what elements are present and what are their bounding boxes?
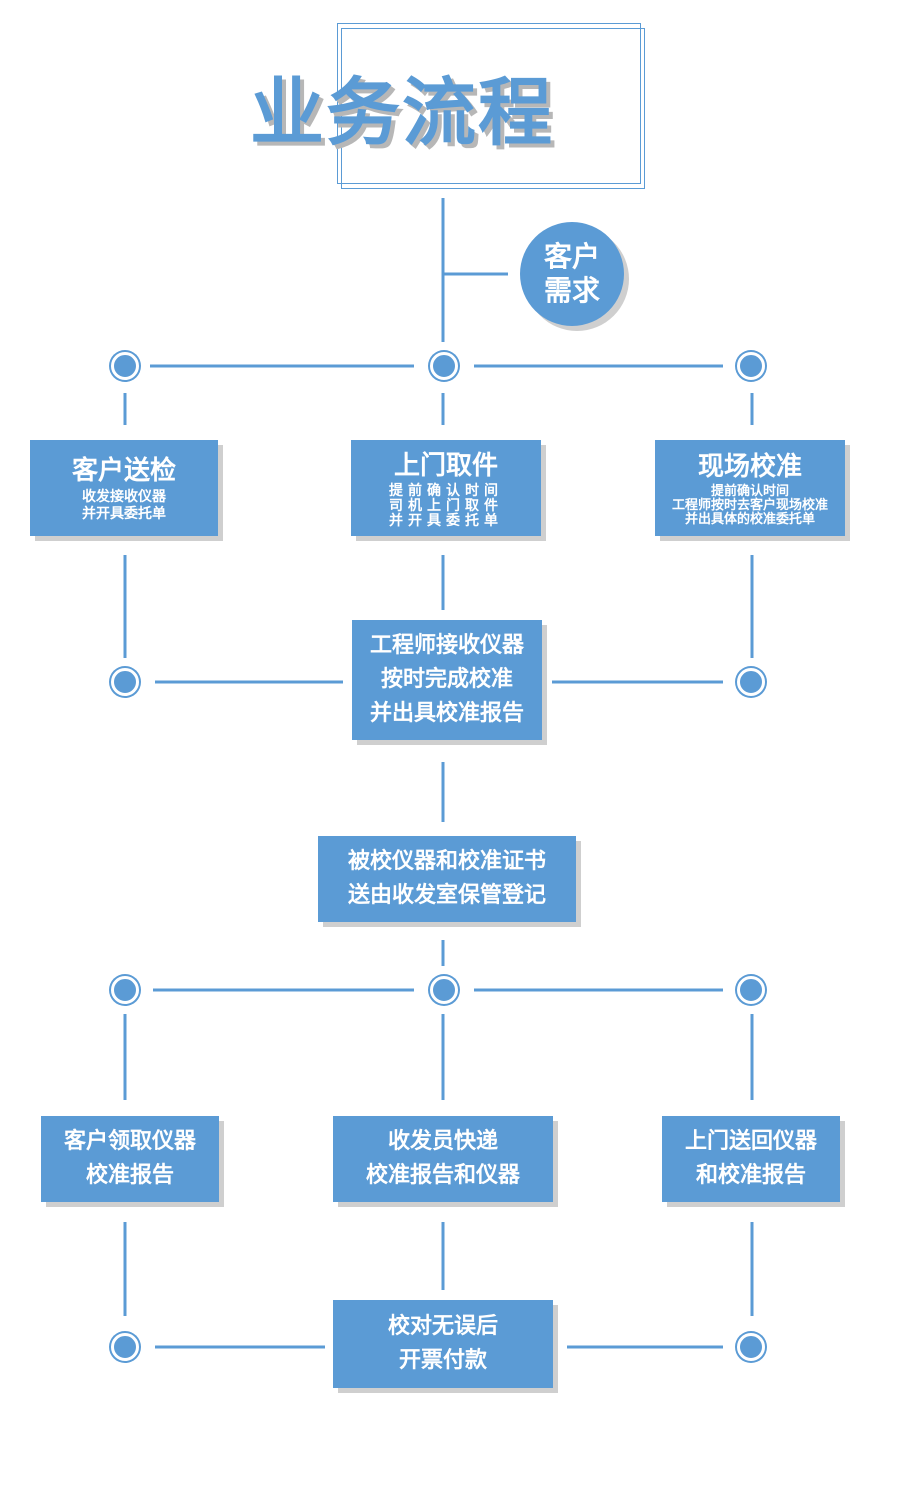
step-line: 按时完成校准 xyxy=(380,667,513,692)
branch-customer-delivery: 客户送检 收发接收仪器 并开具委托单 xyxy=(30,440,218,536)
junction-dot xyxy=(737,352,765,380)
branch-detail: 提前确认时间 xyxy=(389,482,503,499)
branch-detail: 并开具委托单 xyxy=(389,512,503,529)
page-title: 业务流程 xyxy=(250,70,554,156)
start-node-line: 需求 xyxy=(543,274,600,307)
step-line: 收发员快递 xyxy=(387,1129,498,1154)
branch-detail: 并开具委托单 xyxy=(82,506,166,522)
branch-detail: 并出具体的校准委托单 xyxy=(684,512,815,527)
title-frame xyxy=(337,23,641,184)
branch-title: 现场校准 xyxy=(697,452,802,482)
branch-pickup: 上门取件 提前确认时间 司机上门取件 并开具委托单 xyxy=(351,440,541,536)
junction-dot xyxy=(111,352,139,380)
step-line: 被校仪器和校准证书 xyxy=(347,849,546,874)
junction-dot xyxy=(111,668,139,696)
step-line: 送由收发室保管登记 xyxy=(347,883,546,908)
step-line: 客户领取仪器 xyxy=(63,1129,196,1154)
step-line: 校准报告和仪器 xyxy=(365,1163,520,1188)
start-node-customer-demand: 客户 需求 xyxy=(520,222,624,326)
title-frame-offset xyxy=(341,28,645,189)
junction-dot xyxy=(737,668,765,696)
branch-title: 上门取件 xyxy=(393,450,498,481)
branch-onsite-calibration: 现场校准 提前确认时间 工程师按时去客户现场校准 并出具体的校准委托单 xyxy=(655,440,845,536)
return-customer-pickup: 客户领取仪器 校准报告 xyxy=(41,1116,219,1202)
return-express: 收发员快递 校准报告和仪器 xyxy=(333,1116,553,1202)
step-line: 上门送回仪器 xyxy=(684,1129,817,1154)
step-line: 并出具校准报告 xyxy=(369,701,524,726)
step-line: 工程师接收仪器 xyxy=(369,633,524,658)
calibration-step: 工程师接收仪器 按时完成校准 并出具校准报告 xyxy=(352,620,542,740)
branch-title: 客户送检 xyxy=(71,456,176,486)
branch-detail: 收发接收仪器 xyxy=(82,489,166,505)
storage-step: 被校仪器和校准证书 送由收发室保管登记 xyxy=(318,836,576,922)
junction-dot xyxy=(430,352,458,380)
junction-dot xyxy=(737,1333,765,1361)
return-delivery: 上门送回仪器 和校准报告 xyxy=(662,1116,840,1202)
branch-detail: 工程师按时去客户现场校准 xyxy=(671,498,828,513)
junction-dot xyxy=(111,976,139,1004)
payment-step: 校对无误后 开票付款 xyxy=(333,1300,553,1388)
junction-dot xyxy=(111,1333,139,1361)
branch-detail: 提前确认时间 xyxy=(710,484,789,499)
branch-detail: 司机上门取件 xyxy=(389,497,503,514)
start-node-line: 客户 xyxy=(543,240,600,273)
step-line: 校对无误后 xyxy=(387,1314,498,1339)
junction-dot xyxy=(430,976,458,1004)
junction-dot xyxy=(737,976,765,1004)
step-line: 校准报告 xyxy=(85,1163,174,1188)
step-line: 和校准报告 xyxy=(695,1163,806,1188)
step-line: 开票付款 xyxy=(398,1348,487,1373)
